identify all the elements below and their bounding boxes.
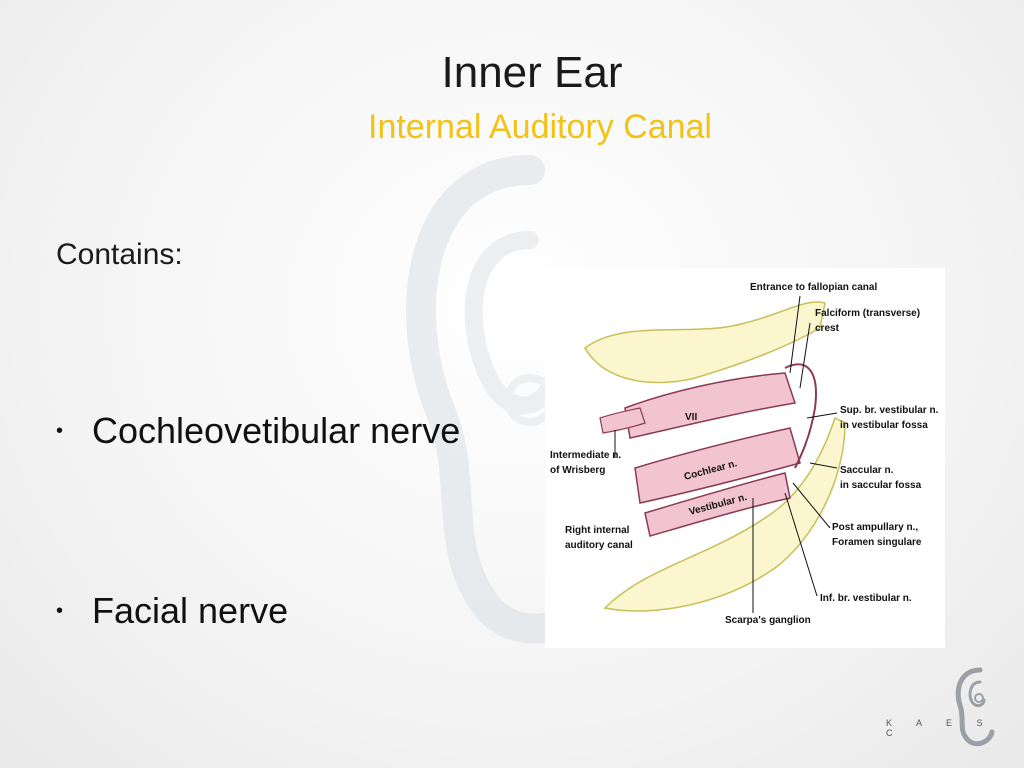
intermediate-nerve-shape bbox=[599, 407, 646, 434]
slide-title: Inner Ear bbox=[441, 48, 623, 97]
contains-label: Contains: bbox=[56, 238, 183, 271]
label-saccular: Saccular n. bbox=[840, 465, 894, 476]
bullet-dot-icon: • bbox=[56, 419, 64, 442]
upper-bone-shape bbox=[584, 301, 826, 384]
slide-subtitle: Internal Auditory Canal bbox=[368, 108, 712, 146]
label-entrance: Entrance to fallopian canal bbox=[750, 282, 877, 293]
kaesc-logo-icon bbox=[955, 667, 995, 747]
logo-letters: K A E S C bbox=[886, 718, 994, 738]
label-vii: VII bbox=[685, 412, 697, 423]
lower-bone-shape bbox=[603, 416, 846, 612]
bullet-dot-icon: • bbox=[56, 599, 64, 622]
ear-canal-diagram: Entrance to fallopian canal Falciform (t… bbox=[550, 282, 939, 626]
label-sup-br: Sup. br. vestibular n. bbox=[840, 405, 939, 416]
bullet-item: • Cochleovetibular nerve bbox=[56, 410, 460, 452]
vestibular-nerve-shape bbox=[644, 472, 791, 537]
facial-nerve-shape bbox=[624, 372, 796, 439]
ear-canal-figure: Entrance to fallopian canal Falciform (t… bbox=[545, 268, 945, 648]
crest-shape bbox=[784, 363, 817, 469]
label-wrisberg: of Wrisberg bbox=[550, 465, 605, 476]
cochlear-nerve-shape bbox=[634, 427, 801, 504]
bullet-item: • Facial nerve bbox=[56, 590, 288, 632]
label-right-internal: Right internal bbox=[565, 525, 630, 536]
label-falciform: Falciform (transverse) bbox=[815, 308, 920, 319]
label-post-ampullary: Post ampullary n., bbox=[832, 522, 918, 533]
label-scarpa: Scarpa's ganglion bbox=[725, 615, 811, 626]
bullet-text: Cochleovetibular nerve bbox=[92, 410, 461, 451]
label-intermediate: Intermediate n. bbox=[550, 450, 621, 461]
label-vestibular-fossa: in vestibular fossa bbox=[840, 420, 928, 431]
label-saccular-fossa: in saccular fossa bbox=[840, 480, 922, 491]
label-auditory-canal: auditory canal bbox=[565, 540, 633, 551]
label-foramen: Foramen singulare bbox=[832, 537, 922, 548]
label-inf-br: Inf. br. vestibular n. bbox=[820, 593, 912, 604]
label-crest: crest bbox=[815, 323, 840, 334]
bullet-text: Facial nerve bbox=[92, 590, 289, 631]
